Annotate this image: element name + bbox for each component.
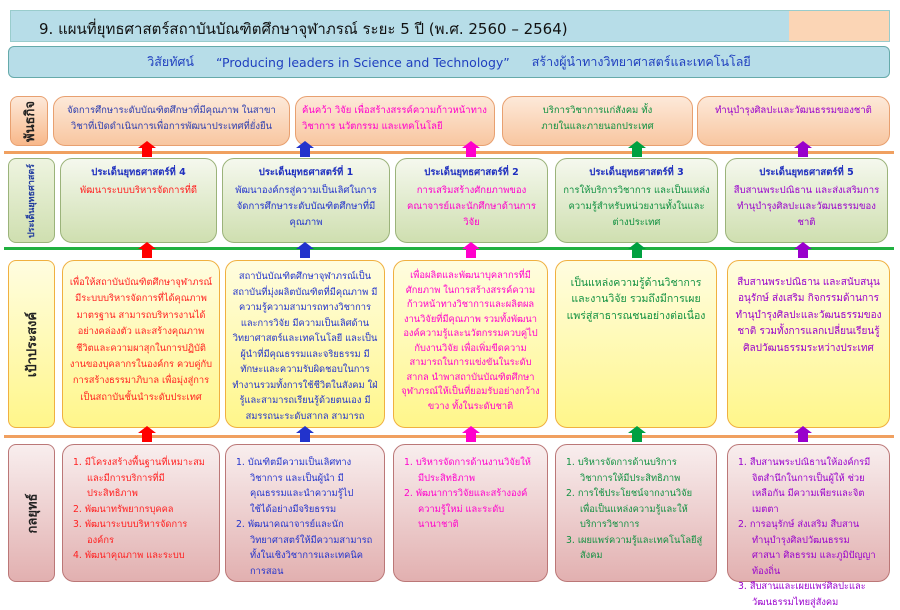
up-arrow-icon <box>296 426 314 444</box>
up-arrow-icon <box>794 141 812 159</box>
goal-box-2: เพื่อผลิตและพัฒนาบุคลากรที่มีศักยภาพ ในก… <box>393 260 548 428</box>
strategy-box-2: 1. บริหารจัดการด้านงานวิจัยให้มีประสิทธิ… <box>393 444 548 582</box>
mission-box-3: บริการวิชาการแก่สังคม ทั้งภายในและภายนอก… <box>502 96 693 146</box>
goal-box-3: เป็นแหล่งความรู้ด้านวิชาการและงานวิจัย ร… <box>555 260 717 428</box>
vision-english: “Producing leaders in Science and Techno… <box>215 54 510 70</box>
strategy-box-5: 1. สืบสานพระปณิธานให้องค์กรมีจิตสำนึกในก… <box>727 444 890 608</box>
mission-box-4: ทำนุบำรุงศิลปะและวัฒนธรรมของชาติ <box>697 96 890 146</box>
up-arrow-icon <box>138 242 156 260</box>
up-arrow-icon <box>462 242 480 260</box>
mission-box-1: จัดการศึกษาระดับบัณฑิตศึกษาที่มีคุณภาพ ใ… <box>53 96 290 146</box>
strategy-box-1: 1. บัณฑิตมีความเป็นเลิศทางวิชาการ และเป็… <box>225 444 385 582</box>
mission-box-2: ค้นคว้า วิจัย เพื่อสร้างสรรค์ความก้าวหน้… <box>295 96 495 146</box>
up-arrow-icon <box>296 242 314 260</box>
divider-line <box>4 435 894 438</box>
page-title-bar: 9. แผนที่ยุทธศาสตร์สถาบันบัณฑิตศึกษาจุฬา… <box>10 10 890 42</box>
up-arrow-icon <box>628 141 646 159</box>
up-arrow-icon <box>138 141 156 159</box>
up-arrow-icon <box>296 141 314 159</box>
up-arrow-icon <box>462 426 480 444</box>
page-title: 9. แผนที่ยุทธศาสตร์สถาบันบัณฑิตศึกษาจุฬา… <box>39 20 568 38</box>
up-arrow-icon <box>794 426 812 444</box>
goal-box-4: เพื่อให้สถาบันบัณฑิตศึกษาจุฬาภรณ์ มีระบบ… <box>62 260 220 428</box>
title-accent <box>789 11 889 41</box>
row-label-strategies: กลยุทธ์ <box>8 444 55 582</box>
divider-line <box>4 151 894 154</box>
up-arrow-icon <box>794 242 812 260</box>
up-arrow-icon <box>628 426 646 444</box>
up-arrow-icon <box>462 141 480 159</box>
divider-line <box>4 247 894 250</box>
vision-label: วิสัยทัศน์ <box>147 54 194 69</box>
up-arrow-icon <box>628 242 646 260</box>
vision-thai: สร้างผู้นำทางวิทยาศาสตร์และเทคโนโลยี <box>531 54 751 69</box>
row-label-mission: พันธกิจ <box>10 96 48 146</box>
row-label-issues: ประเด็นยุทธศาสตร์ <box>8 158 55 243</box>
strategy-box-4: 1. มีโครงสร้างพื้นฐานที่เหมาะสมและมีการบ… <box>62 444 220 582</box>
up-arrow-icon <box>138 426 156 444</box>
strategy-box-3: 1. บริหารจัดการด้านบริการวิชาการให้มีประ… <box>555 444 717 582</box>
goal-box-1: สถาบันบัณฑิตศึกษาจุฬาภรณ์เป็นสถาบันที่มุ… <box>225 260 385 428</box>
vision-banner: วิสัยทัศน์ “Producing leaders in Science… <box>8 46 890 78</box>
row-label-goals: เป้าประสงค์ <box>8 260 55 428</box>
goal-box-5: สืบสานพระปณิธาน และสนับสนุน อนุรักษ์ ส่ง… <box>727 260 890 428</box>
